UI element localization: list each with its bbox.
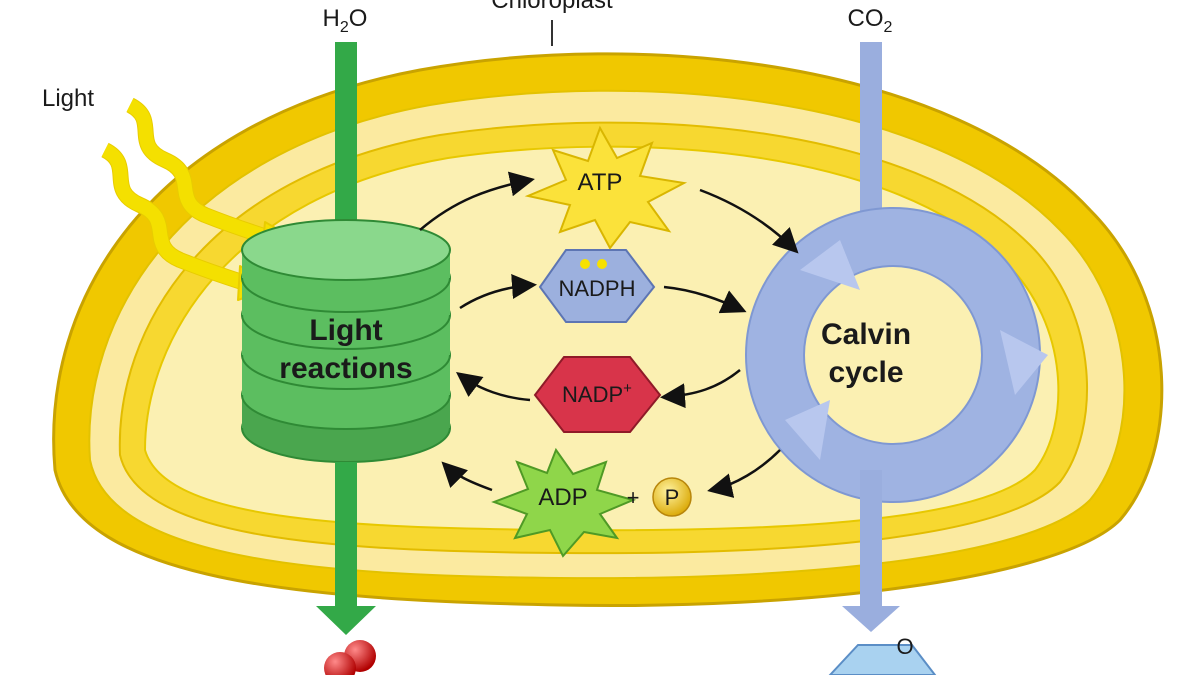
sugar-oxygen-letter: O	[896, 634, 913, 659]
sugar-molecule-icon	[828, 644, 937, 675]
co2-label: CO2	[848, 5, 893, 36]
flow-arrows	[419, 171, 799, 498]
chloroplast-label: Chloroplast	[491, 0, 613, 14]
atp-starburst	[524, 125, 688, 250]
h2o-label: H2O	[323, 5, 368, 36]
nadph-label: NADPH	[558, 276, 635, 301]
adp-starburst	[491, 447, 637, 558]
adp-label: ADP	[538, 484, 587, 511]
arrow-light-to-nadph	[459, 274, 537, 310]
atp-label: ATP	[578, 169, 623, 196]
light-reactions-label-line2: reactions	[279, 352, 412, 385]
plus-sign: +	[627, 485, 640, 510]
sugar-output-arrow	[842, 470, 900, 632]
nadph-hexagon	[538, 249, 656, 323]
nadp-label: NADP+	[562, 380, 632, 407]
phosphate-label: P	[665, 485, 680, 510]
nadp-hexagon	[533, 356, 662, 433]
light-reactions-label-line1: Light	[309, 314, 382, 347]
light-label: Light	[42, 85, 94, 112]
oxygen-molecule-icon	[324, 640, 376, 675]
calvin-cycle-label-line2: cycle	[828, 356, 903, 389]
arrow-adp-to-light	[441, 461, 493, 492]
phosphate-circle	[652, 477, 692, 517]
arrow-nadph-to-calvin	[663, 285, 747, 314]
arrow-light-to-atp	[419, 171, 535, 231]
oxygen-output-arrow	[316, 462, 376, 635]
arrow-atp-to-calvin	[699, 188, 799, 254]
arrow-calvin-to-nadp	[660, 369, 741, 409]
calvin-cycle-label-line1: Calvin	[821, 318, 911, 351]
arrow-nadp-to-light	[455, 372, 531, 402]
thylakoid-stack	[241, 219, 451, 463]
calvin-cycle-ring	[745, 207, 1048, 503]
arrow-calvin-to-adp	[707, 449, 781, 498]
